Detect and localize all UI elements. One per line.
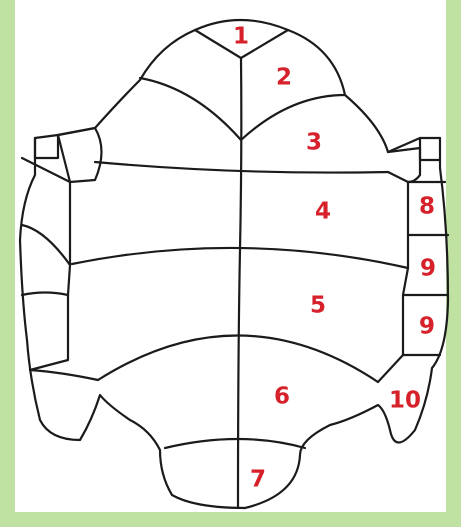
label-5: 5	[310, 293, 326, 319]
label-9-lower: 9	[419, 314, 435, 340]
label-9-upper: 9	[420, 256, 436, 282]
label-7: 7	[250, 467, 266, 493]
label-6: 6	[274, 384, 290, 410]
label-1: 1	[233, 24, 249, 50]
label-2: 2	[276, 65, 292, 91]
label-4: 4	[315, 199, 331, 225]
label-8: 8	[419, 194, 435, 220]
label-10: 10	[389, 388, 421, 414]
label-3: 3	[306, 130, 322, 156]
